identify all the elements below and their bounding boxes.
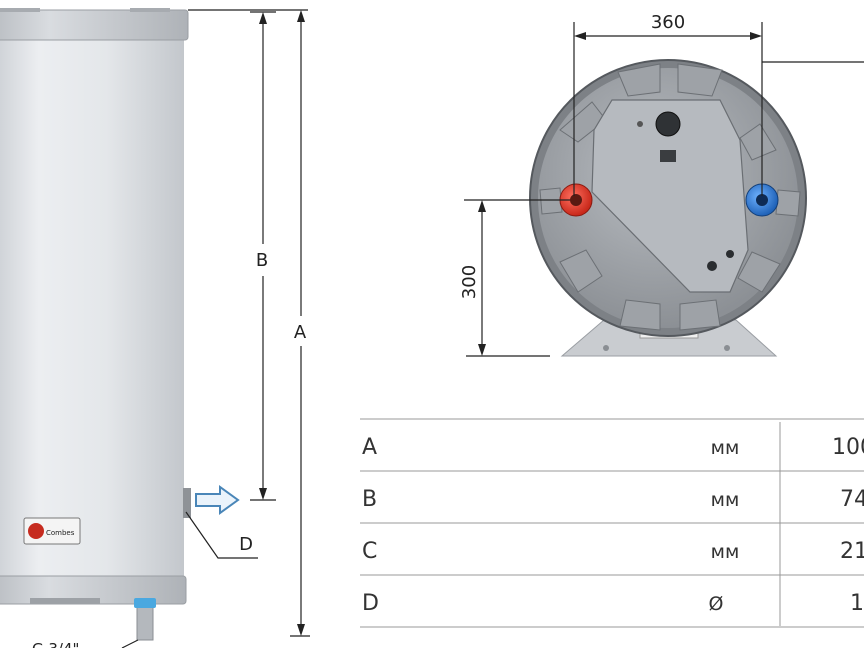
table-cell-unit: мм [711,489,740,511]
dimension-width [573,22,864,196]
tank-side-view: Combes [0,8,191,641]
outlet-arrow-icon [195,485,240,515]
tank-body [0,28,184,588]
table-cell-value: 74 [840,487,864,512]
spec-table-row: B мм 74 [362,487,864,512]
spec-table-row: A мм 100 [362,435,864,460]
table-cell-unit: мм [711,541,740,563]
table-cell-param: B [362,487,377,512]
brand-logo: Combes [23,517,81,545]
bottom-pipe-fitting [134,598,156,608]
dimension-height [464,199,570,357]
table-cell-value: 100 [832,435,864,460]
dimension-width-label: 360 [651,12,685,33]
dimension-a-label: A [294,322,307,343]
brand-logo-text: Combes [46,529,75,537]
spec-table-row: C мм 21 [362,539,864,564]
thermostat-knob-icon [655,111,681,137]
table-cell-param: C [362,539,377,564]
table-cell-param: D [362,591,379,616]
access-plate [591,99,749,293]
pipe-thread-label: G 3/4" [32,640,79,648]
dimension-a [188,9,310,637]
dimension-d-leader [185,511,258,559]
dimension-b [250,11,276,501]
table-cell-unit: мм [711,437,740,459]
table-cell-value: 1 [850,591,864,616]
dimension-b-label: B [256,250,268,271]
table-cell-unit: Ø [709,593,724,615]
table-cell-param: A [362,435,377,460]
spec-table [360,418,864,628]
tank-top-view [529,59,807,357]
spec-table-row: D Ø 1 [362,591,864,616]
tank-top-cap [0,9,189,41]
table-cell-value: 21 [840,539,864,564]
dimension-height-label: 300 [459,265,480,299]
side-connector-d [183,488,191,518]
dimension-d-label: D [239,534,253,555]
